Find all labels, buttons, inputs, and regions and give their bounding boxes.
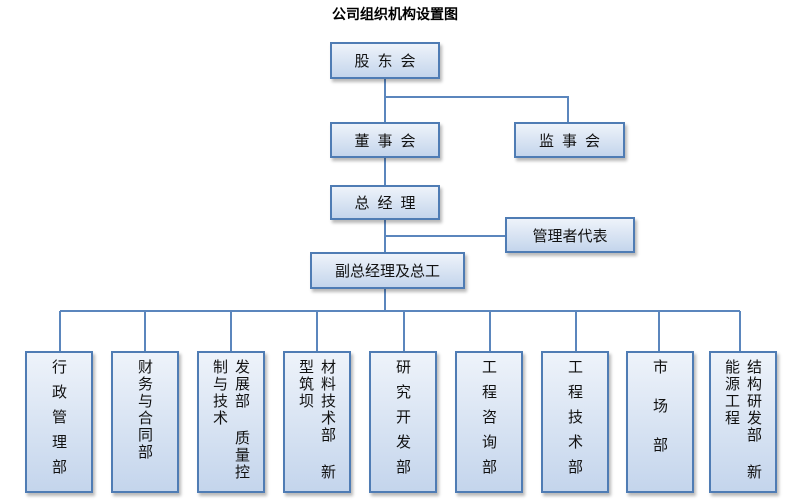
- dept-market: 市场部: [626, 351, 694, 493]
- node-supervisors: 监事会: [514, 122, 625, 158]
- node-supervisors-label: 监事会: [538, 131, 608, 150]
- dept-engineering-technology: 工程技术部: [541, 351, 609, 493]
- node-gm: 总经理: [330, 185, 440, 220]
- dept-label: 结构研发部 新能源工程: [723, 359, 763, 481]
- node-deputy-gm: 副总经理及总工: [310, 252, 465, 289]
- node-shareholders: 股东会: [330, 42, 440, 79]
- dept-new-energy-structure: 结构研发部 新能源工程: [709, 351, 777, 493]
- dept-administration: 行政管理部: [25, 351, 93, 493]
- node-deputy-gm-label: 副总经理及总工: [334, 262, 440, 280]
- dept-label: 工程技术部: [566, 359, 584, 484]
- node-management-rep-label: 管理者代表: [532, 226, 608, 245]
- dept-label: 研究开发部: [394, 359, 412, 484]
- connector-supervisors: [385, 96, 569, 122]
- dept-engineering-consulting: 工程咨询部: [455, 351, 523, 493]
- node-board-label: 董事会: [354, 131, 424, 150]
- node-shareholders-label: 股东会: [354, 52, 424, 70]
- dept-finance-contract: 财务与合同部: [111, 351, 179, 493]
- dept-research-development: 研究开发部: [369, 351, 437, 493]
- dept-label: 市场部: [651, 359, 669, 476]
- dept-quality-development: 发展部 质量控制与技术: [197, 351, 265, 493]
- dept-label: 材料技术部 新型筑坝: [297, 359, 337, 481]
- node-gm-label: 总经理: [354, 194, 424, 212]
- dept-dam-materials: 材料技术部 新型筑坝: [283, 351, 351, 493]
- dept-label: 行政管理部: [50, 359, 68, 484]
- node-board: 董事会: [330, 122, 440, 158]
- page-title: 公司组织机构设置图: [332, 7, 458, 23]
- dept-label: 发展部 质量控制与技术: [211, 359, 251, 481]
- node-management-rep: 管理者代表: [505, 217, 635, 253]
- dept-label: 财务与合同部: [136, 359, 154, 461]
- dept-label: 工程咨询部: [480, 359, 498, 484]
